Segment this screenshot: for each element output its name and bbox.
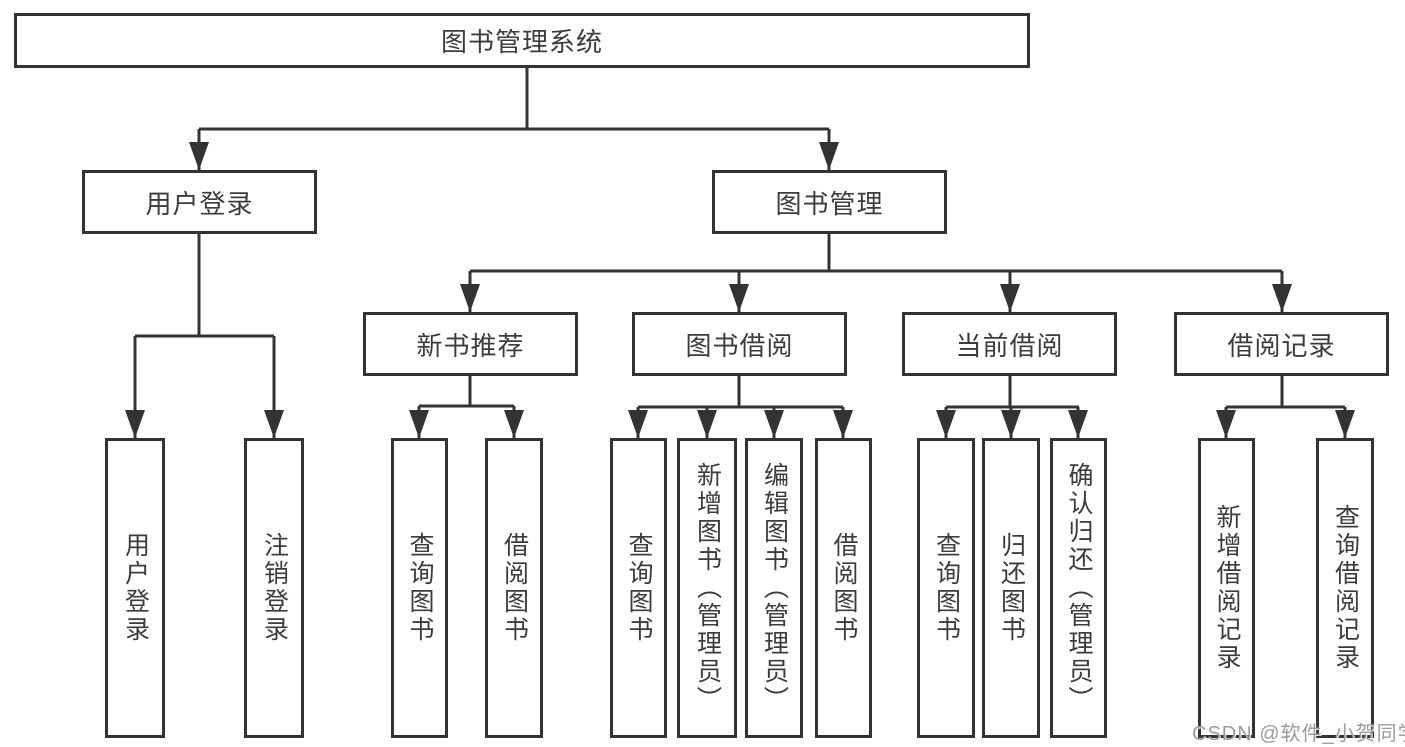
leaf-confirm-return-admin: 确认归还（管理员） [1050, 438, 1107, 738]
connector-arrowheads [125, 142, 1355, 438]
node-book-borrowing: 图书借阅 [632, 312, 847, 376]
leaf-query-books-current: 查询图书 [917, 438, 975, 738]
leaf-edit-books-admin: 编辑图书（管理员） [745, 438, 803, 738]
leaf-add-books-admin: 新增图书（管理员） [677, 438, 737, 738]
connector-lines [133, 68, 1347, 438]
leaf-return-books: 归还图书 [982, 438, 1040, 738]
node-root-system: 图书管理系统 [14, 13, 1030, 68]
leaf-borrow-books-recommend: 借阅图书 [485, 438, 543, 738]
leaf-add-borrow-record: 新增借阅记录 [1198, 438, 1255, 738]
leaf-user-login: 用户登录 [105, 438, 165, 738]
leaf-logout: 注销登录 [244, 438, 304, 738]
leaf-borrow-books-borrowing: 借阅图书 [815, 438, 872, 738]
node-new-book-recommend: 新书推荐 [363, 312, 578, 376]
node-user-login: 用户登录 [82, 170, 317, 234]
leaf-query-books-borrowing: 查询图书 [610, 438, 667, 738]
leaf-query-borrow-record: 查询借阅记录 [1316, 438, 1374, 738]
node-book-management: 图书管理 [712, 170, 947, 234]
watermark-csdn: CSDN @软件_小贺同学 [1192, 723, 1405, 745]
node-current-borrowing: 当前借阅 [902, 312, 1117, 376]
leaf-query-books-recommend: 查询图书 [391, 438, 448, 738]
node-borrowing-records: 借阅记录 [1174, 312, 1389, 376]
